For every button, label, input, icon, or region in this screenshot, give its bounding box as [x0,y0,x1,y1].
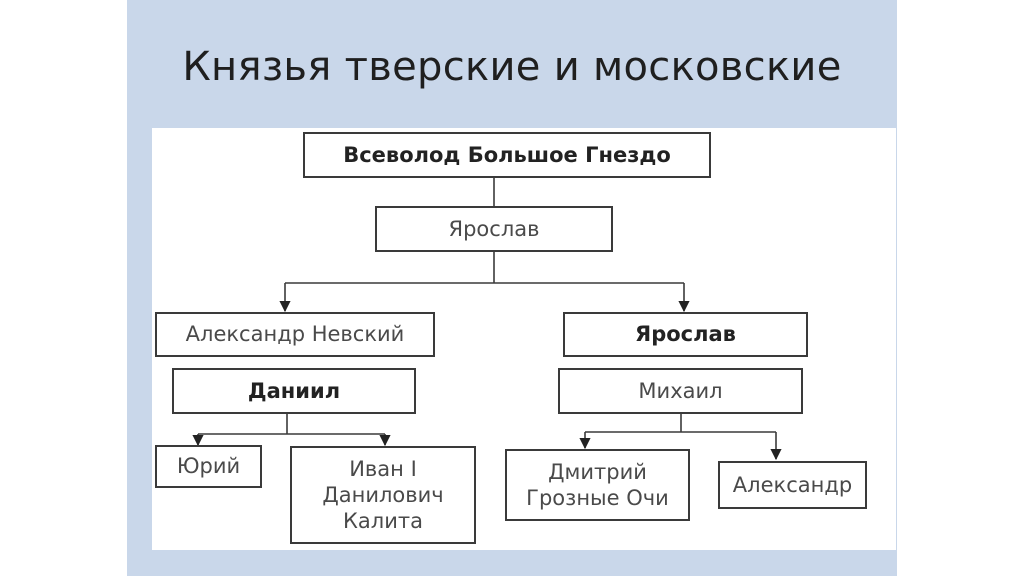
node-alexander: Александр [718,461,867,509]
node-vsevolod: Всеволод Большое Гнездо [303,132,711,178]
slide-title: Князья тверские и московские [182,44,842,90]
node-daniil: Даниил [172,368,416,414]
node-ivan-kalita: Иван I Данилович Калита [290,446,476,544]
node-yaroslav-2: Ярослав [563,312,808,357]
node-yuri: Юрий [155,445,262,488]
node-mikhail: Михаил [558,368,803,414]
node-alexander-nevsky: Александр Невский [155,312,435,357]
node-yaroslav-1: Ярослав [375,206,613,252]
node-dmitry: Дмитрий Грозные Очи [505,449,690,521]
